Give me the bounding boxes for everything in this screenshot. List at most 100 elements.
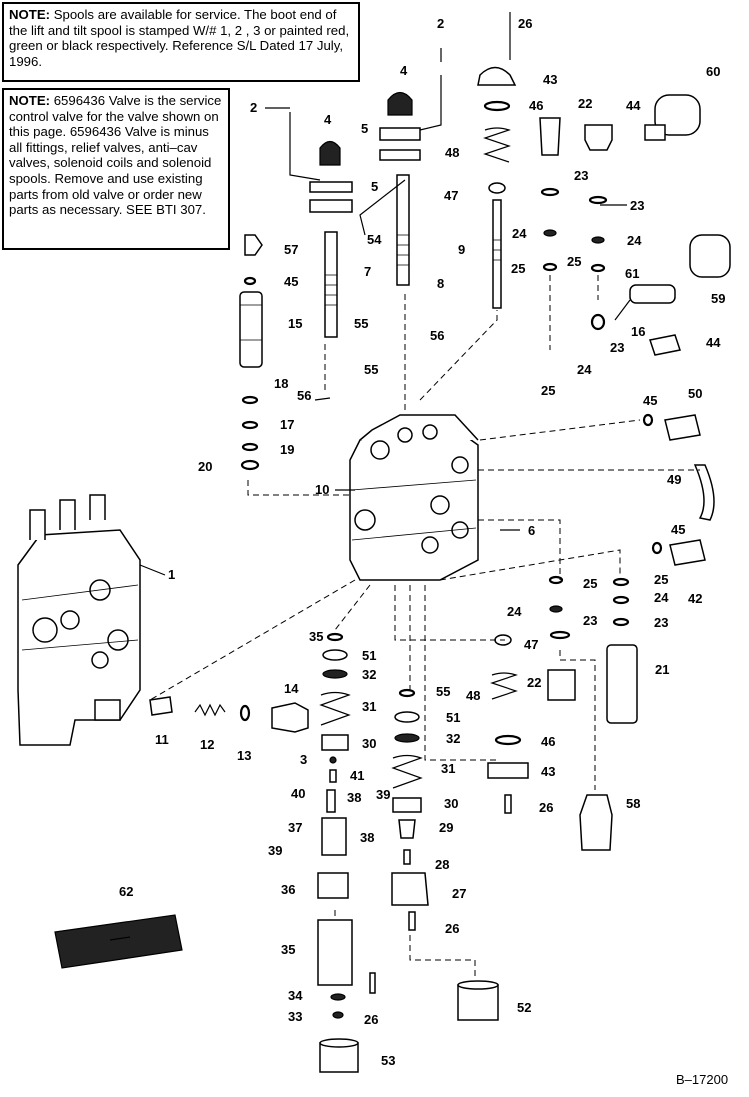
callout-55: 55 (354, 316, 368, 331)
callout-25c: 25 (541, 383, 555, 398)
callout-41: 41 (350, 768, 364, 783)
dashed-lines (149, 275, 700, 980)
tube-fittings (642, 413, 715, 566)
callout-33: 33 (288, 1009, 302, 1024)
anti-cav-valve (149, 696, 309, 733)
callout-35: 35 (309, 629, 323, 644)
callout-5: 5 (361, 121, 368, 136)
callout-49: 49 (667, 472, 681, 487)
callout-46b: 46 (541, 734, 555, 749)
callout-25d: 25 (583, 576, 597, 591)
callout-45: 45 (284, 274, 298, 289)
callout-60: 60 (706, 64, 720, 79)
callout-17: 17 (280, 417, 294, 432)
callout-23e: 23 (654, 615, 668, 630)
callout-26b: 26 (539, 800, 553, 815)
callout-35b: 35 (281, 942, 295, 957)
callout-15: 15 (288, 316, 302, 331)
spool-boots (309, 91, 421, 213)
callout-38b: 38 (360, 830, 374, 845)
callout-24e: 24 (507, 604, 522, 619)
valve-assembly-illustration (17, 494, 141, 746)
callout-32b: 32 (446, 731, 460, 746)
callout-56: 56 (430, 328, 444, 343)
callout-31: 31 (362, 699, 376, 714)
callout-7: 7 (364, 264, 371, 279)
callout-48b: 48 (466, 688, 480, 703)
callout-56b: 56 (297, 388, 311, 403)
callout-51b: 51 (446, 710, 460, 725)
spools (324, 174, 502, 338)
note-heading: NOTE: (9, 93, 51, 108)
decal (54, 914, 183, 969)
callout-4b: 4 (324, 112, 332, 127)
right-lower-parts (487, 575, 638, 851)
note-text: 6596436 Valve is the service control val… (9, 93, 222, 218)
callout-4: 4 (400, 63, 408, 78)
valve-body (349, 414, 479, 581)
callout-9: 9 (458, 242, 465, 257)
callout-24d: 24 (654, 590, 669, 605)
callout-45c: 45 (671, 522, 685, 537)
callout-24b: 24 (627, 233, 642, 248)
callout-54: 54 (367, 232, 382, 247)
callout-47: 47 (444, 188, 458, 203)
callout-42: 42 (688, 591, 702, 606)
callout-2b: 2 (250, 100, 257, 115)
note-text: Spools are available for service. The bo… (9, 7, 350, 69)
callout-29: 29 (439, 820, 453, 835)
callout-23: 23 (574, 168, 588, 183)
right-upper-parts (477, 66, 613, 273)
callout-55b: 55 (364, 362, 378, 377)
callout-labels: 2 26 4 43 60 2 4 46 22 44 5 48 5 23 47 2… (119, 16, 725, 1068)
solenoids (590, 94, 731, 356)
callout-26d: 26 (364, 1012, 378, 1027)
callout-59: 59 (711, 291, 725, 306)
callout-32: 32 (362, 667, 376, 682)
callout-43: 43 (543, 72, 557, 87)
callout-44: 44 (626, 98, 641, 113)
callout-3: 3 (300, 752, 307, 767)
callout-30: 30 (362, 736, 376, 751)
callout-10: 10 (315, 482, 329, 497)
left-fittings (239, 234, 263, 471)
callout-23d: 23 (583, 613, 597, 628)
callout-13: 13 (237, 748, 251, 763)
callout-24c: 24 (577, 362, 592, 377)
service-note-valve: NOTE: 6596436 Valve is the service contr… (2, 88, 230, 250)
figure-reference: B–17200 (676, 1072, 729, 1087)
callout-31b: 31 (441, 761, 455, 776)
callout-20: 20 (198, 459, 212, 474)
callout-25: 25 (511, 261, 525, 276)
callout-5b: 5 (371, 179, 378, 194)
callout-48: 48 (445, 145, 459, 160)
callout-43b: 43 (541, 764, 555, 779)
callout-58: 58 (626, 796, 640, 811)
callout-46: 46 (529, 98, 543, 113)
callout-23b: 23 (630, 198, 644, 213)
callout-61: 61 (625, 266, 639, 281)
callout-22: 22 (578, 96, 592, 111)
callout-53: 53 (381, 1053, 395, 1068)
callout-39b: 39 (268, 843, 282, 858)
callout-52: 52 (517, 1000, 531, 1015)
callout-16: 16 (631, 324, 645, 339)
callout-2: 2 (437, 16, 444, 31)
callout-62: 62 (119, 884, 133, 899)
callout-23c: 23 (610, 340, 624, 355)
callout-14: 14 (284, 681, 299, 696)
callout-45b: 45 (643, 393, 657, 408)
callout-12: 12 (200, 737, 214, 752)
callout-40: 40 (291, 786, 305, 801)
callout-38: 38 (347, 790, 361, 805)
center-lower-parts (391, 688, 499, 1021)
callout-25e: 25 (654, 572, 668, 587)
note-heading: NOTE: (9, 7, 51, 22)
callout-8: 8 (437, 276, 444, 291)
service-note-spools: NOTE: Spools are available for service. … (2, 2, 360, 82)
callout-22b: 22 (527, 675, 541, 690)
callout-55c: 55 (436, 684, 450, 699)
callout-34: 34 (288, 988, 303, 1003)
leader-lines (139, 12, 631, 576)
